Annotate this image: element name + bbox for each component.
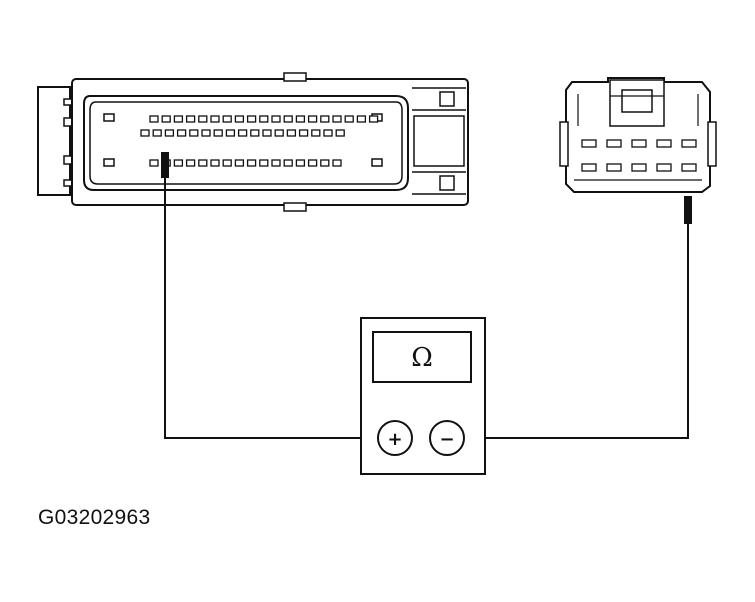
left-pin-r1-1 [149,115,159,123]
left-pin-r3-9 [246,159,257,167]
left-pin-r2-4 [176,129,187,137]
right-pin-r1-2 [606,139,622,148]
left-pin-r2-7 [213,129,223,137]
left-pin-r2-10 [250,129,260,137]
left-pin-r2-16 [323,129,333,137]
left-pin-r2-11 [262,129,272,137]
negative-jack [429,420,465,456]
positive-jack [377,420,413,456]
right-connector [559,77,717,193]
left-pin-r1-11 [271,115,281,123]
right-connector-pins [581,139,697,172]
left-connector [37,72,469,212]
left-pin-r2-3 [164,129,175,137]
right-pin-r2-2 [606,163,622,172]
figure-id-label: G03202963 [38,506,151,529]
positive-jack-label: + [387,429,402,450]
left-pin-r1-6 [210,115,220,123]
left-pin-r3-10 [259,159,269,167]
left-pin-r1-10 [259,115,269,123]
probe-tip-negative [684,196,692,224]
left-pin-r3-5 [198,159,208,167]
right-connector-body [565,77,711,193]
left-pin-r3-3 [173,159,184,167]
ohmmeter: Ω + − [360,317,486,475]
left-pin-r1-16 [332,115,342,123]
left-pin-r1-17 [344,115,354,123]
left-pin-r3-1 [149,159,159,167]
left-pin-r3-13 [295,159,306,167]
left-pin-r2-8 [225,129,236,137]
left-pin-r2-14 [298,129,309,137]
right-pin-r1-1 [581,139,597,148]
right-pin-r1-5 [681,139,697,148]
left-pin-r2-15 [311,129,321,137]
left-pin-r3-12 [283,159,293,167]
left-pin-r1-9 [246,115,257,123]
left-pin-r3-16 [332,159,342,167]
left-pin-r2-17 [335,129,345,137]
right-connector-latch [609,79,665,127]
left-pin-r2-2 [152,129,162,137]
left-pin-r1-12 [283,115,293,123]
left-pin-r1-5 [198,115,208,123]
left-connector-face [83,95,409,191]
left-pin-r1-15 [320,115,330,123]
left-pin-r2-12 [274,129,284,137]
right-pin-r2-1 [581,163,597,172]
left-pin-r3-4 [185,159,196,167]
left-pin-r3-15 [320,159,330,167]
test-lead-negative [462,196,692,439]
right-pin-r2-3 [631,163,647,172]
left-pin-r3-14 [307,159,318,167]
left-pin-r1-2 [161,115,171,123]
left-pin-r1-18 [356,115,367,123]
right-pin-r2-5 [681,163,697,172]
left-pin-r1-14 [307,115,318,123]
left-pin-r3-8 [234,159,245,167]
left-pin-r1-3 [173,115,184,123]
left-pin-r2-13 [286,129,297,137]
left-pin-r2-9 [237,129,248,137]
left-pin-r2-1 [140,129,150,137]
ohmmeter-display [372,331,472,383]
left-pin-r1-7 [222,115,232,123]
left-pin-r1-8 [234,115,245,123]
left-pin-r1-13 [295,115,306,123]
left-pin-r3-6 [210,159,220,167]
probe-tip-positive [161,152,169,178]
left-pin-r3-7 [222,159,232,167]
right-pin-r1-3 [631,139,647,148]
test-lead-positive [161,152,378,439]
left-connector-pins [140,115,379,167]
left-pin-r1-19 [368,115,379,123]
right-pin-r2-4 [656,163,672,172]
right-pin-r1-4 [656,139,672,148]
left-pin-r3-11 [271,159,281,167]
left-pin-r2-5 [189,129,199,137]
ohm-symbol: Ω [411,343,433,373]
left-pin-r1-4 [185,115,196,123]
negative-jack-label: − [439,429,454,450]
left-pin-r2-6 [201,129,211,137]
